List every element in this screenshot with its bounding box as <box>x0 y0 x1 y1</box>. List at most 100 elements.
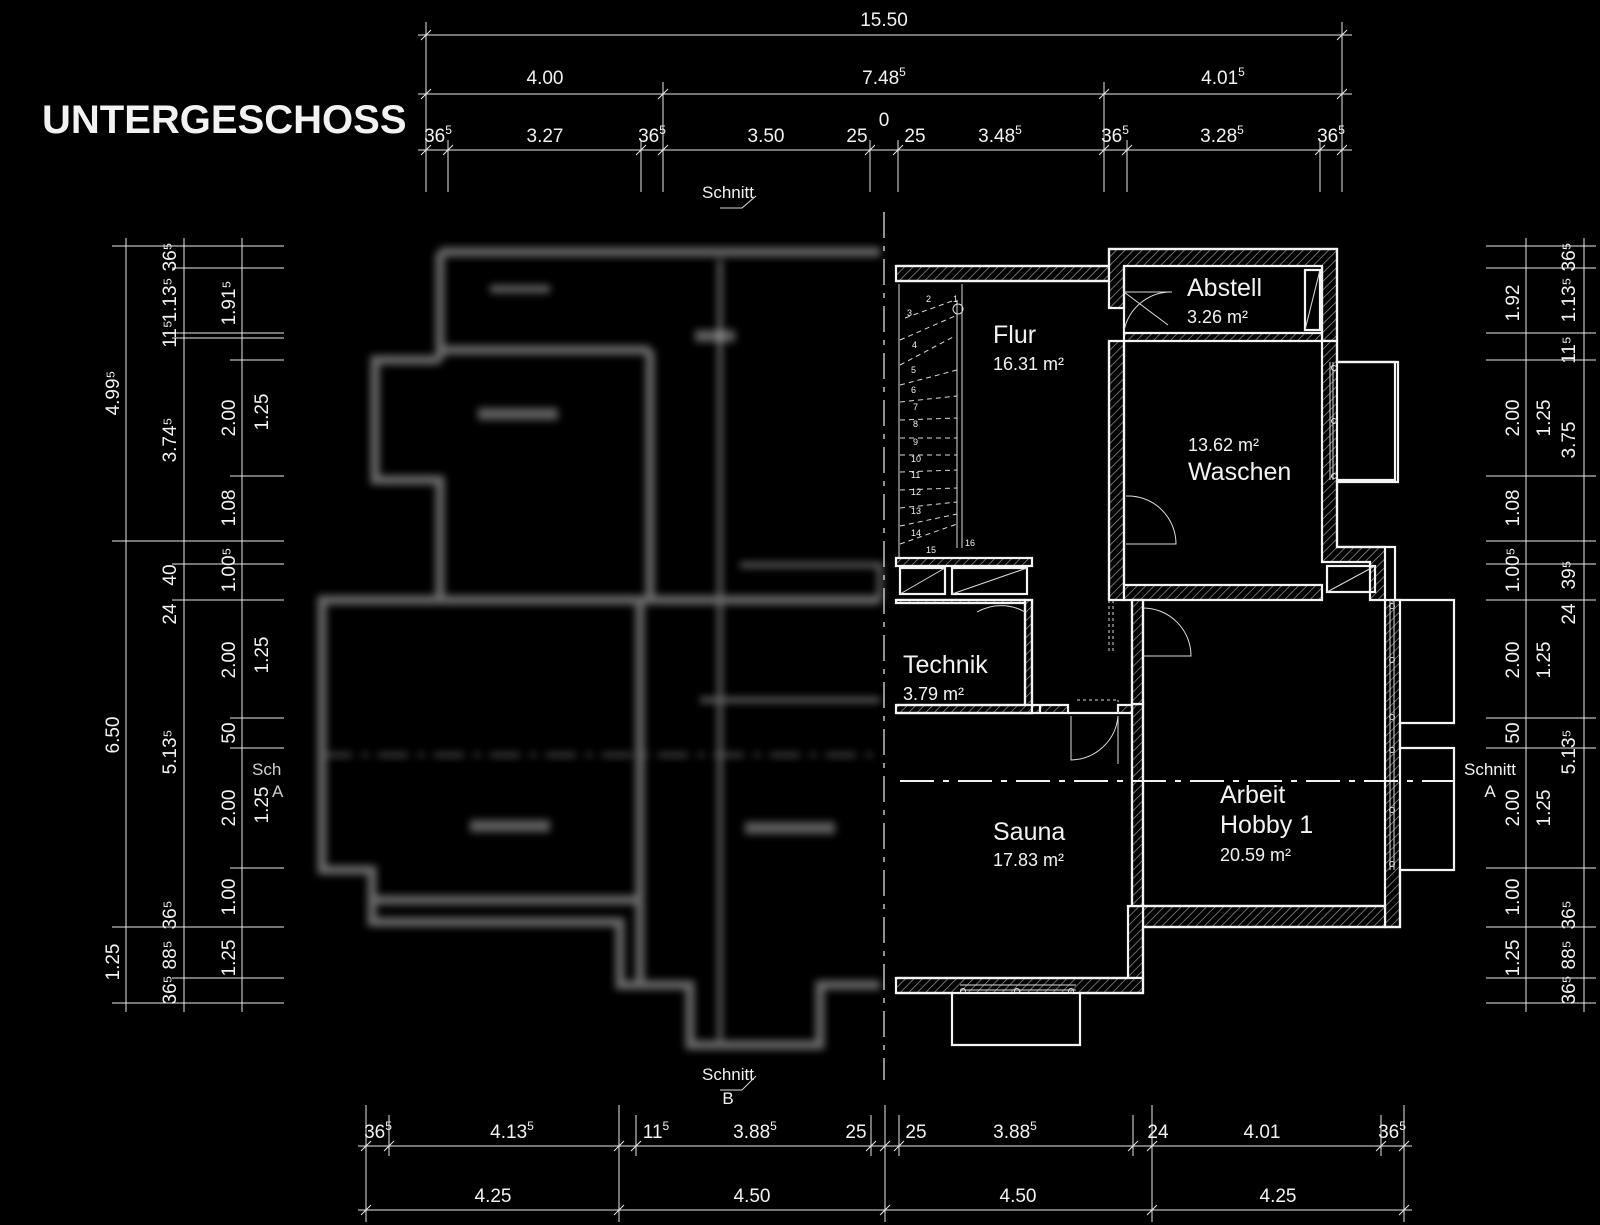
dim-bottom-seg: 4.50 <box>734 1186 771 1207</box>
blurred-plan-left-half <box>317 247 883 1050</box>
svg-text:2.00: 2.00 <box>219 642 240 679</box>
svg-text:36⁵: 36⁵ <box>1559 975 1580 1004</box>
dim-top-sub: 365 <box>1317 123 1345 147</box>
dim-top-sub: 3.485 <box>978 123 1022 147</box>
dim-bottom-sub: 365 <box>1378 1119 1406 1143</box>
svg-text:3.74⁵: 3.74⁵ <box>160 418 181 463</box>
room-waschen-area: 13.62 m² <box>1188 435 1259 455</box>
room-arbeit-area: 20.59 m² <box>1220 845 1291 865</box>
dim-top-overall: 15.50 <box>860 10 908 31</box>
stair-step-number: 9 <box>913 437 918 447</box>
svg-text:11⁵: 11⁵ <box>160 320 181 348</box>
doors <box>976 291 1192 764</box>
svg-text:24: 24 <box>1559 603 1580 625</box>
section-a-left-label: Sch <box>252 760 281 779</box>
dim-bottom-sub: 4.135 <box>490 1119 534 1143</box>
dim-right-a: 1.92 2.00 1.08 1.00⁵ 2.00 50 2.00 1.00 1… <box>1503 285 1524 977</box>
svg-text:39⁵: 39⁵ <box>1559 560 1580 589</box>
stair-step-number: 11 <box>911 470 920 480</box>
svg-text:5.13⁵: 5.13⁵ <box>160 730 181 775</box>
right-dimension-lines <box>1486 238 1596 1012</box>
stair-step-number: 4 <box>912 340 917 350</box>
dim-right-c: 36⁵ 1.13⁵ 11⁵ 3.75 39⁵ 24 5.13⁵ 36⁵ 88⁵ … <box>1559 242 1580 1004</box>
dim-bottom-seg: 4.50 <box>1000 1186 1037 1207</box>
dim-bottom-sub: 115 <box>643 1119 670 1143</box>
dim-bottom-sub: 25 <box>905 1122 926 1143</box>
room-arbeit-name: Arbeit <box>1220 781 1285 809</box>
section-line-b <box>720 195 885 1091</box>
room-sauna-name: Sauna <box>993 818 1065 846</box>
dim-bottom-sub: 24 <box>1147 1122 1169 1143</box>
svg-text:2.00: 2.00 <box>1503 790 1524 827</box>
dim-top-sub: 25 <box>846 126 867 147</box>
stair-step-number: 14 <box>911 528 921 538</box>
dim-top-sub: 365 <box>638 123 666 147</box>
top-dimension-lines <box>418 22 1352 192</box>
dim-top-sub: 365 <box>1101 123 1129 147</box>
svg-text:2.00: 2.00 <box>1503 642 1524 679</box>
wall-outlines <box>896 247 1456 1047</box>
shafts <box>898 268 1377 596</box>
room-sauna-area: 17.83 m² <box>993 850 1064 870</box>
svg-text:1.13⁵: 1.13⁵ <box>160 278 181 323</box>
stair-step-number: 13 <box>911 506 921 516</box>
svg-text:1.25: 1.25 <box>252 394 273 431</box>
stair-step-number: 16 <box>965 538 975 548</box>
svg-text:11⁵: 11⁵ <box>1559 336 1580 364</box>
dim-top-seg: 4.015 <box>1201 65 1245 89</box>
svg-text:1.25: 1.25 <box>1534 790 1555 827</box>
svg-text:1.25: 1.25 <box>1534 642 1555 679</box>
svg-text:1.92: 1.92 <box>1503 285 1524 322</box>
stair-step-number: 2 <box>926 294 931 304</box>
svg-text:1.13⁵: 1.13⁵ <box>1559 278 1580 323</box>
svg-text:1.25: 1.25 <box>1534 400 1555 437</box>
svg-text:1.25: 1.25 <box>252 787 273 824</box>
stair-step-number: 3 <box>907 308 912 318</box>
svg-text:5.13⁵: 5.13⁵ <box>1559 730 1580 775</box>
section-b-top-label: Schnitt <box>702 183 754 202</box>
dim-top-sub: 25 <box>904 126 925 147</box>
section-a-right-letter: A <box>1484 782 1496 801</box>
svg-text:1.08: 1.08 <box>219 490 240 527</box>
room-waschen-name: Waschen <box>1188 458 1291 486</box>
dim-left-outer: 4.99⁵ 6.50 1.25 <box>103 371 124 981</box>
svg-text:6.50: 6.50 <box>103 717 124 754</box>
dim-bottom-sub: 3.885 <box>993 1119 1037 1143</box>
svg-text:24: 24 <box>160 603 181 625</box>
window-markers <box>960 365 1395 994</box>
svg-text:2.00: 2.00 <box>1503 400 1524 437</box>
stair-step-number: 10 <box>911 454 921 464</box>
dim-left-sill: 1.25 1.25 1.25 <box>252 394 273 824</box>
dim-top-sub: 3.50 <box>748 126 785 147</box>
dim-bottom-sub: 365 <box>364 1119 392 1143</box>
stair-step-number: 5 <box>911 365 916 375</box>
stair-step-number: 8 <box>913 419 918 429</box>
svg-text:1.00⁵: 1.00⁵ <box>1503 548 1524 593</box>
svg-text:1.00⁵: 1.00⁵ <box>219 548 240 593</box>
blurred-room-labels <box>470 285 835 834</box>
bottom-dimension-lines <box>358 1105 1412 1222</box>
svg-text:1.91⁵: 1.91⁵ <box>219 281 240 326</box>
svg-text:36⁵: 36⁵ <box>160 900 181 929</box>
svg-text:36⁵: 36⁵ <box>1559 900 1580 929</box>
section-a-left-letter: A <box>272 782 284 801</box>
dim-right-b: 1.25 1.25 1.25 <box>1534 400 1555 827</box>
dim-bottom-sub: 4.01 <box>1244 1122 1281 1143</box>
room-technik-name: Technik <box>903 651 988 679</box>
room-flur-name: Flur <box>993 321 1036 349</box>
svg-text:1.00: 1.00 <box>219 879 240 916</box>
svg-text:1.25: 1.25 <box>103 944 124 981</box>
dim-left-inner: 1.91⁵ 2.00 1.08 1.00⁵ 2.00 50 2.00 1.00 … <box>219 281 240 977</box>
svg-text:1.00: 1.00 <box>1503 879 1524 916</box>
svg-text:4.99⁵: 4.99⁵ <box>103 371 124 416</box>
room-flur-area: 16.31 m² <box>993 354 1064 374</box>
stair-step-number: 6 <box>911 385 916 395</box>
stair-step-number: 12 <box>911 487 921 497</box>
svg-text:1.25: 1.25 <box>219 940 240 977</box>
section-b-bottom-label: Schnitt <box>702 1065 754 1084</box>
section-a-right-label: Schnitt <box>1464 760 1516 779</box>
